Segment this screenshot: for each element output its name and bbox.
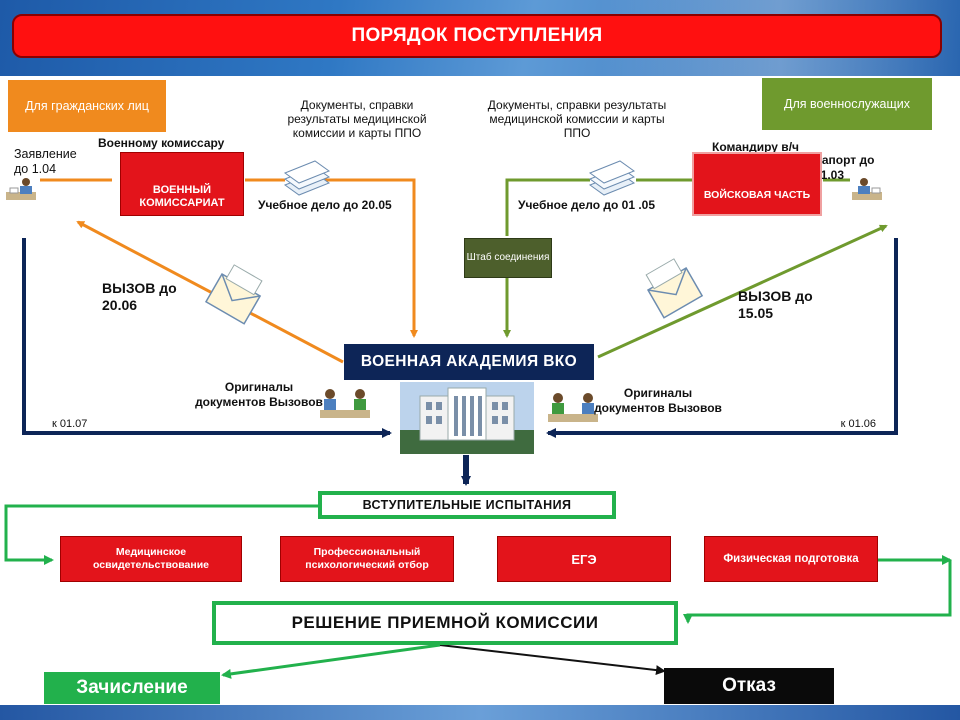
- green-route-docs-to-hq: [505, 178, 590, 236]
- commander-label: Командиру в/ч: [712, 140, 799, 154]
- military-unit-box: ВОЙСКОВАЯ ЧАСТЬ: [692, 152, 822, 216]
- civilians-category-box: Для гражданских лиц: [8, 80, 166, 132]
- deadline-label-left: к 01.07: [52, 418, 88, 430]
- test-psychological-box: Профессиональный психологический отбор: [280, 536, 454, 582]
- documents-label-left: Документы, справки результаты медицинско…: [287, 98, 427, 140]
- originals-label-right: Оригиналы документов Вызовов: [594, 386, 722, 415]
- deadline-label-right: к 01.06: [840, 418, 876, 430]
- meeting-icon-right: [548, 393, 598, 422]
- hq-box: Штаб соединения: [464, 238, 552, 278]
- commissar-label: Военному комиссару: [98, 136, 225, 150]
- military-category-box: Для военнослужащих: [762, 78, 932, 130]
- footer-band: [0, 705, 960, 720]
- report-label: Рапорт до 01.03: [814, 153, 875, 182]
- navy-right-route: [546, 238, 898, 438]
- study-file-label-right: Учебное дело до 01 .05: [518, 198, 656, 212]
- documents-label-right: Документы, справки результаты медицинско…: [487, 98, 667, 140]
- page-title: ПОРЯДОК ПОСТУПЛЕНИЯ: [12, 14, 942, 58]
- orange-route-to-academy: [325, 178, 418, 338]
- admission-decision-box: РЕШЕНИЕ ПРИЕМНОЙ КОМИССИИ: [212, 601, 678, 645]
- documents-icon-left: [283, 160, 331, 196]
- call-label-right: ВЫЗОВ до 15.05: [738, 288, 813, 321]
- test-ege-box: ЕГЭ: [497, 536, 671, 582]
- academy-box: ВОЕННАЯ АКАДЕМИЯ ВКО: [344, 344, 594, 380]
- enrollment-box: Зачисление: [44, 672, 220, 704]
- documents-icon-right: [588, 160, 636, 196]
- navy-left-route: [22, 238, 392, 438]
- originals-label-left: Оригиналы документов Вызовов: [195, 380, 323, 409]
- academy-building-image: [400, 382, 534, 454]
- entrance-tests-box: ВСТУПИТЕЛЬНЫЕ ИСПЫТАНИЯ: [318, 491, 616, 519]
- orange-call-arrow: [76, 220, 344, 364]
- commissariat-box: ВОЕННЫЙ КОМИССАРИАТ: [120, 152, 244, 216]
- test-medical-box: Медицинское освидетельствование: [60, 536, 242, 582]
- call-label-left: ВЫЗОВ до 20.06: [102, 280, 177, 313]
- decision-to-enrollment: [221, 643, 441, 679]
- meeting-icon-left: [320, 389, 370, 418]
- green-call-arrow: [597, 224, 888, 359]
- decision-to-rejection: [439, 644, 666, 676]
- tests-left-connector: [4, 504, 318, 565]
- envelope-icon-right: [645, 258, 704, 319]
- applicant-icon-left: [6, 178, 36, 200]
- tests-return-connector: [683, 560, 952, 624]
- statement-label: Заявление до 1.04: [14, 147, 77, 176]
- test-physical-box: Физическая подготовка: [704, 536, 878, 582]
- envelope-icon-left: [204, 264, 263, 325]
- rejection-box: Отказ: [664, 668, 834, 704]
- study-file-label-left: Учебное дело до 20.05: [258, 198, 392, 212]
- applicant-icon-right: [852, 178, 882, 200]
